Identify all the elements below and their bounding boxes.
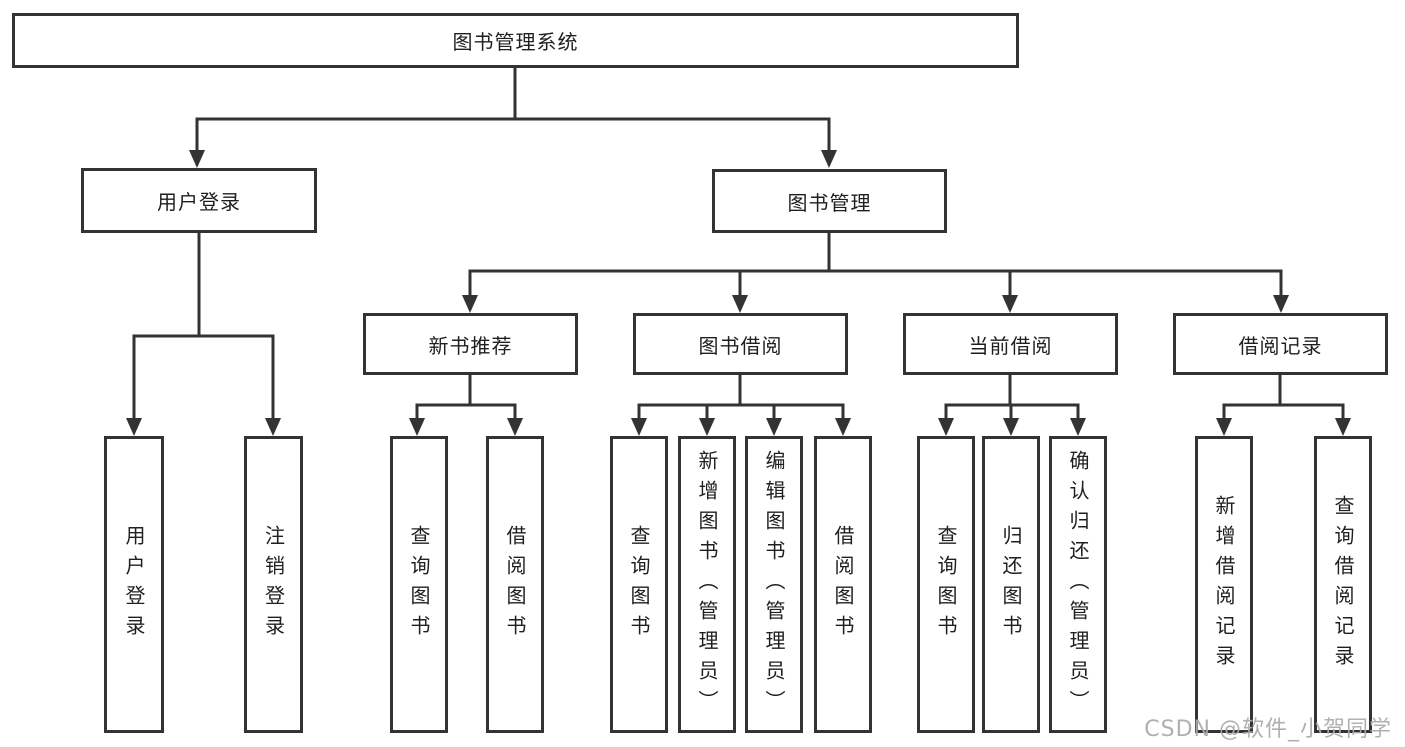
leaf-borrow-books-1-label: 借阅图书: [503, 524, 527, 645]
leaf-logout: 注销登录: [244, 436, 303, 733]
arrowhead-down: [126, 418, 142, 436]
leaf-add-borrow-record: 新增借阅记录: [1195, 436, 1253, 733]
connector-borrow-record-children: [1216, 375, 1351, 436]
leaf-edit-book-admin: 编辑图书（管理员）: [745, 436, 803, 733]
connector-book-mgmt-to-level2: [462, 233, 1289, 313]
node-current-borrow: 当前借阅: [903, 313, 1118, 375]
leaf-query-borrow-record-label: 查询借阅记录: [1331, 494, 1355, 675]
node-new-book-rec-label: 新书推荐: [428, 333, 513, 358]
watermark: CSDN @软件_小贺同学: [1144, 717, 1392, 742]
connector-new-book-rec-children: [409, 375, 523, 436]
leaf-query-books-2: 查询图书: [610, 436, 668, 733]
node-user-login-label: 用户登录: [157, 190, 241, 214]
node-book-borrow-label: 图书借阅: [698, 333, 783, 358]
leaf-query-books-2-label: 查询图书: [627, 524, 651, 645]
arrowhead-down: [1070, 418, 1086, 436]
node-user-login: 用户登录: [81, 168, 317, 233]
arrowhead-down: [732, 295, 748, 313]
node-new-book-rec: 新书推荐: [363, 313, 578, 375]
arrowhead-down: [507, 418, 523, 436]
leaf-query-books-3: 查询图书: [917, 436, 975, 733]
node-borrow-record: 借阅记录: [1173, 313, 1388, 375]
arrowhead-down: [835, 418, 851, 436]
node-book-mgmt: 图书管理: [712, 169, 947, 233]
arrowhead-down: [938, 418, 954, 436]
node-book-borrow: 图书借阅: [633, 313, 848, 375]
leaf-query-books-1: 查询图书: [390, 436, 448, 733]
leaf-query-books-1-label: 查询图书: [407, 524, 431, 645]
leaf-user-login: 用户登录: [104, 436, 164, 733]
leaf-borrow-books-2: 借阅图书: [814, 436, 872, 733]
leaf-query-books-3-label: 查询图书: [934, 524, 958, 645]
arrowhead-down: [631, 418, 647, 436]
leaf-return-book: 归还图书: [982, 436, 1040, 733]
leaf-add-book-admin: 新增图书（管理员）: [678, 436, 736, 733]
leaf-add-borrow-record-label: 新增借阅记录: [1212, 494, 1236, 675]
connector-current-borrow-children: [938, 375, 1086, 436]
leaf-logout-label: 注销登录: [261, 524, 286, 645]
node-current-borrow-label: 当前借阅: [968, 333, 1053, 358]
node-root: 图书管理系统: [12, 13, 1019, 68]
leaf-borrow-books-1: 借阅图书: [486, 436, 544, 733]
leaf-borrow-books-2-label: 借阅图书: [831, 524, 855, 645]
arrowhead-down: [1273, 295, 1289, 313]
connector-root-to-level1: [189, 68, 837, 168]
arrowhead-down: [462, 295, 478, 313]
leaf-confirm-return-admin: 确认归还（管理员）: [1049, 436, 1107, 733]
node-root-label: 图书管理系统: [452, 30, 579, 54]
arrowhead-down: [766, 418, 782, 436]
leaf-edit-book-admin-label: 编辑图书（管理员）: [762, 449, 786, 720]
leaf-confirm-return-admin-label: 确认归还（管理员）: [1066, 449, 1090, 720]
leaf-query-borrow-record: 查询借阅记录: [1314, 436, 1372, 733]
arrowhead-down: [1003, 418, 1019, 436]
arrowhead-down: [189, 150, 205, 168]
arrowhead-down: [1216, 418, 1232, 436]
arrowhead-down: [1002, 295, 1018, 313]
node-borrow-record-label: 借阅记录: [1238, 333, 1323, 358]
arrowhead-down: [409, 418, 425, 436]
connector-user-login-children: [126, 233, 281, 436]
leaf-return-book-label: 归还图书: [999, 524, 1023, 645]
node-book-mgmt-label: 图书管理: [787, 190, 872, 215]
arrowhead-down: [265, 418, 281, 436]
leaf-user-login-label: 用户登录: [122, 524, 146, 645]
leaf-add-book-admin-label: 新增图书（管理员）: [695, 449, 719, 720]
arrowhead-down: [699, 418, 715, 436]
arrowhead-down: [1335, 418, 1351, 436]
arrowhead-down: [821, 150, 837, 168]
connector-book-borrow-children: [631, 375, 851, 436]
